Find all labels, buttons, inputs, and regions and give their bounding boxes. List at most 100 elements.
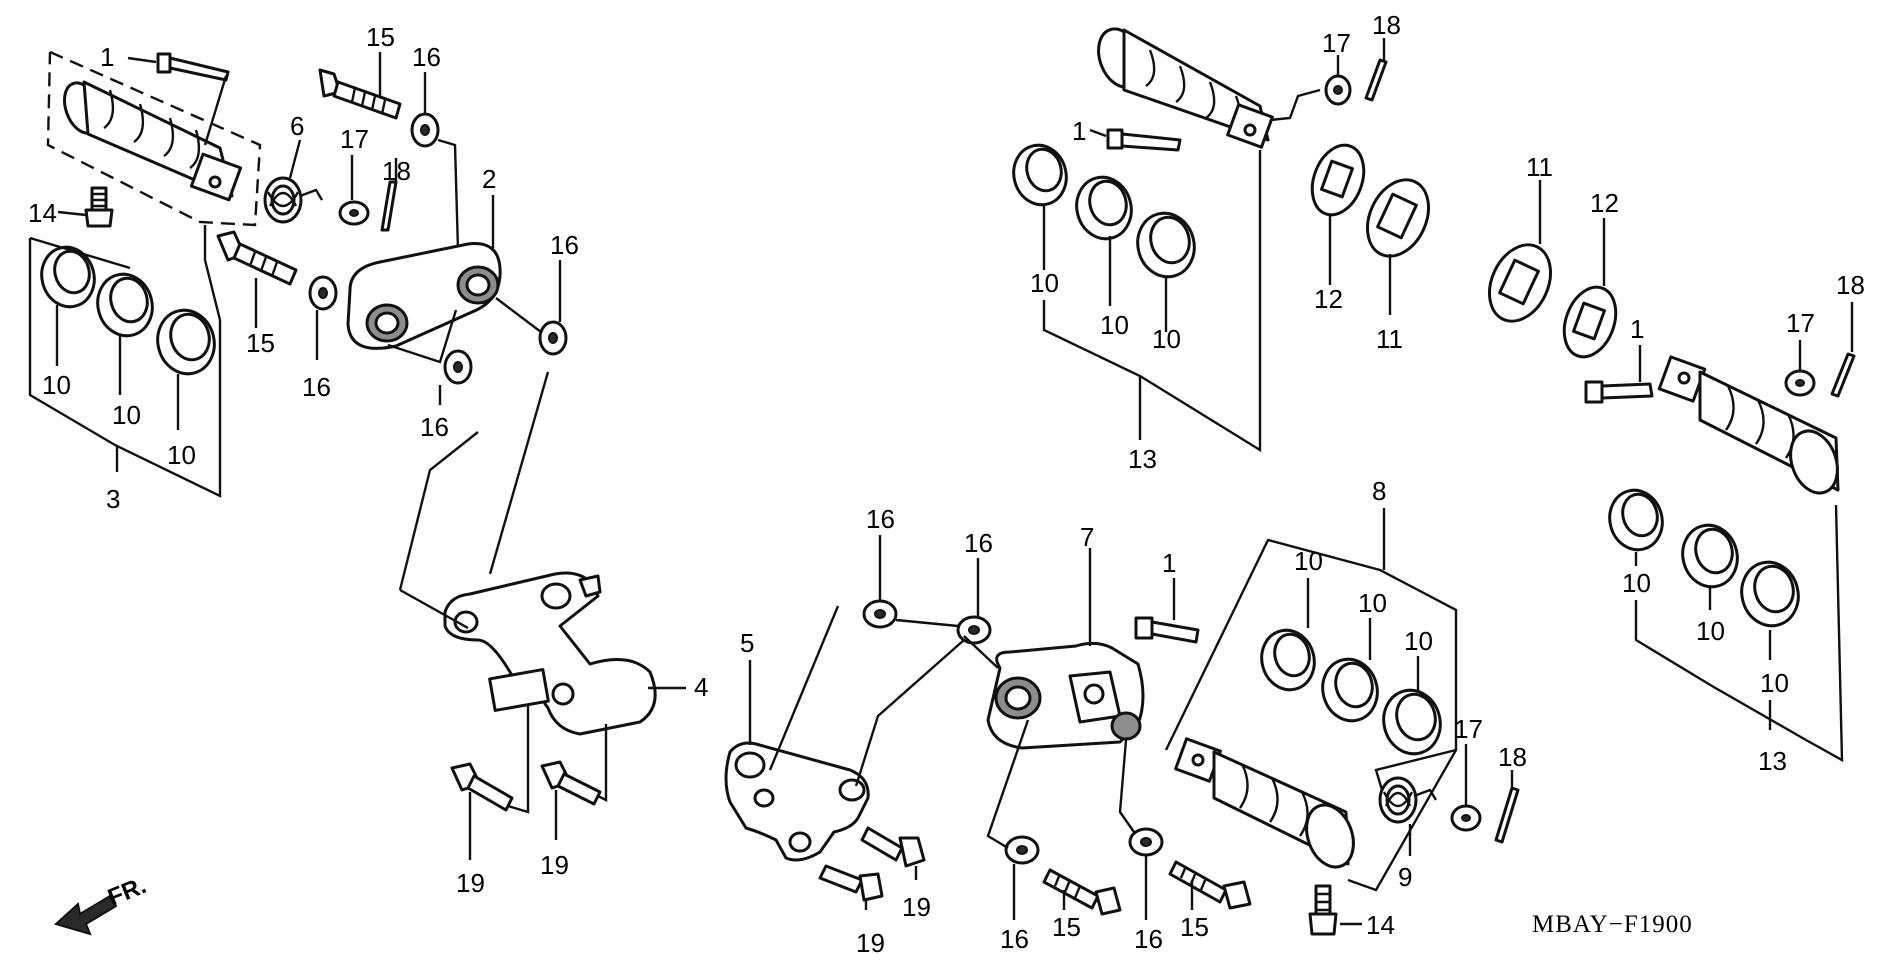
callout-14: 14	[28, 198, 57, 228]
plate-11-right	[1488, 243, 1552, 323]
plate-12-center	[1310, 143, 1366, 217]
cotter-pin-18	[1364, 58, 1388, 102]
callout-16: 16	[550, 230, 579, 260]
bushing-rings-left	[40, 245, 216, 376]
step-bracket-7	[986, 641, 1145, 750]
plate-12-right	[1562, 285, 1618, 359]
callout-10: 10	[42, 370, 71, 400]
callout-7: 7	[1080, 522, 1094, 552]
cotter-pin-18	[380, 180, 398, 232]
spring-9	[1378, 776, 1438, 824]
callout-18: 18	[1498, 742, 1527, 772]
right-front-footpeg-group: 16 16 7 5	[724, 476, 1527, 958]
callout-10: 10	[167, 440, 196, 470]
footpeg-rubber-right	[1657, 355, 1840, 495]
callout-9: 9	[1398, 862, 1412, 892]
callout-19: 19	[902, 892, 931, 922]
pin-1-right	[1584, 380, 1654, 404]
callout-13: 13	[1128, 444, 1157, 474]
callout-15: 15	[1180, 912, 1209, 942]
callout-13: 13	[1758, 746, 1787, 776]
fr-label: FR.	[104, 872, 150, 912]
link-plate-2	[346, 242, 502, 350]
callout-10: 10	[1030, 268, 1059, 298]
callout-15: 15	[246, 328, 275, 358]
callout-18: 18	[382, 156, 411, 186]
callout-1: 1	[1072, 116, 1086, 146]
callout-16: 16	[302, 372, 331, 402]
cotter-pin-18	[1494, 786, 1520, 844]
bolt-15-bottom-a	[1042, 868, 1122, 916]
callout-16: 16	[1000, 924, 1029, 954]
step-holder-bracket-4	[443, 571, 657, 736]
callout-17: 17	[1322, 28, 1351, 58]
callout-10: 10	[1622, 568, 1651, 598]
cotter-pin-18	[1830, 352, 1856, 398]
callout-10: 10	[1152, 324, 1181, 354]
bushing-rings-center	[1012, 143, 1196, 279]
callout-19: 19	[856, 928, 885, 958]
stud-14-left	[84, 186, 114, 228]
diagram-code: MBAY−F1900	[1532, 911, 1693, 938]
pin-1-lower	[1134, 616, 1200, 644]
callout-18: 18	[1372, 10, 1401, 40]
callout-10: 10	[1696, 616, 1725, 646]
callout-2: 2	[482, 164, 496, 194]
footpeg-rubber-center	[1097, 27, 1274, 149]
callout-16: 16	[964, 528, 993, 558]
rear-right-footpeg-group: 11 12 1 17 18	[1488, 152, 1865, 776]
callout-1: 1	[100, 42, 114, 72]
callout-4: 4	[694, 672, 708, 702]
callout-10: 10	[1404, 626, 1433, 656]
callout-17: 17	[1454, 714, 1483, 744]
callout-15: 15	[1052, 912, 1081, 942]
bolt-19-left-a	[450, 762, 514, 812]
callout-19: 19	[456, 868, 485, 898]
callout-11: 11	[1526, 152, 1553, 182]
callout-17: 17	[340, 124, 369, 154]
front-direction-indicator: FR.	[54, 872, 150, 936]
plate-11-center	[1366, 178, 1430, 258]
callout-10: 10	[1100, 310, 1129, 340]
callout-1: 1	[1630, 314, 1644, 344]
step-holder-bracket-5	[724, 741, 870, 862]
bolt-19-center-a	[860, 826, 926, 868]
callout-18: 18	[1836, 270, 1865, 300]
pin-1-center	[1106, 128, 1182, 152]
callout-5: 5	[740, 628, 754, 658]
callout-10: 10	[1358, 588, 1387, 618]
callout-16: 16	[1134, 924, 1163, 954]
callout-8: 8	[1372, 476, 1386, 506]
stud-14-lower	[1308, 884, 1338, 936]
bolt-19-center-b	[818, 864, 884, 902]
callout-14: 14	[1366, 910, 1395, 940]
footpeg-rubber-lower	[1174, 737, 1355, 869]
callout-19: 19	[540, 850, 569, 880]
callout-16: 16	[866, 504, 895, 534]
bushing-rings-right	[1608, 488, 1800, 628]
bolt-15-lower	[216, 230, 298, 286]
callout-12: 12	[1590, 188, 1619, 218]
callout-16: 16	[420, 412, 449, 442]
bolt-15-bottom-b	[1168, 860, 1252, 910]
callout-12: 12	[1314, 284, 1343, 314]
callout-10: 10	[1760, 668, 1789, 698]
callout-6: 6	[290, 111, 304, 141]
arrow-left-icon	[54, 894, 118, 936]
footpeg-rubber-3	[63, 80, 243, 202]
callout-17: 17	[1786, 308, 1815, 338]
pin-1-top-left	[156, 52, 230, 82]
spring-6	[263, 176, 324, 224]
bolt-19-left-b	[540, 760, 602, 806]
left-front-footpeg-group: 1 15 16 6 17 18	[28, 22, 708, 898]
peg-enclosure-outline	[46, 50, 262, 227]
callout-11: 11	[1376, 324, 1403, 354]
bushing-rings-lower	[1260, 628, 1442, 756]
callout-3: 3	[106, 484, 120, 514]
callout-10: 10	[112, 400, 141, 430]
callout-15: 15	[366, 22, 395, 52]
callout-16: 16	[412, 42, 441, 72]
rear-left-footpeg-group: 1 17 18 10 10 10 13	[1012, 10, 1430, 474]
callout-1: 1	[1162, 548, 1176, 578]
